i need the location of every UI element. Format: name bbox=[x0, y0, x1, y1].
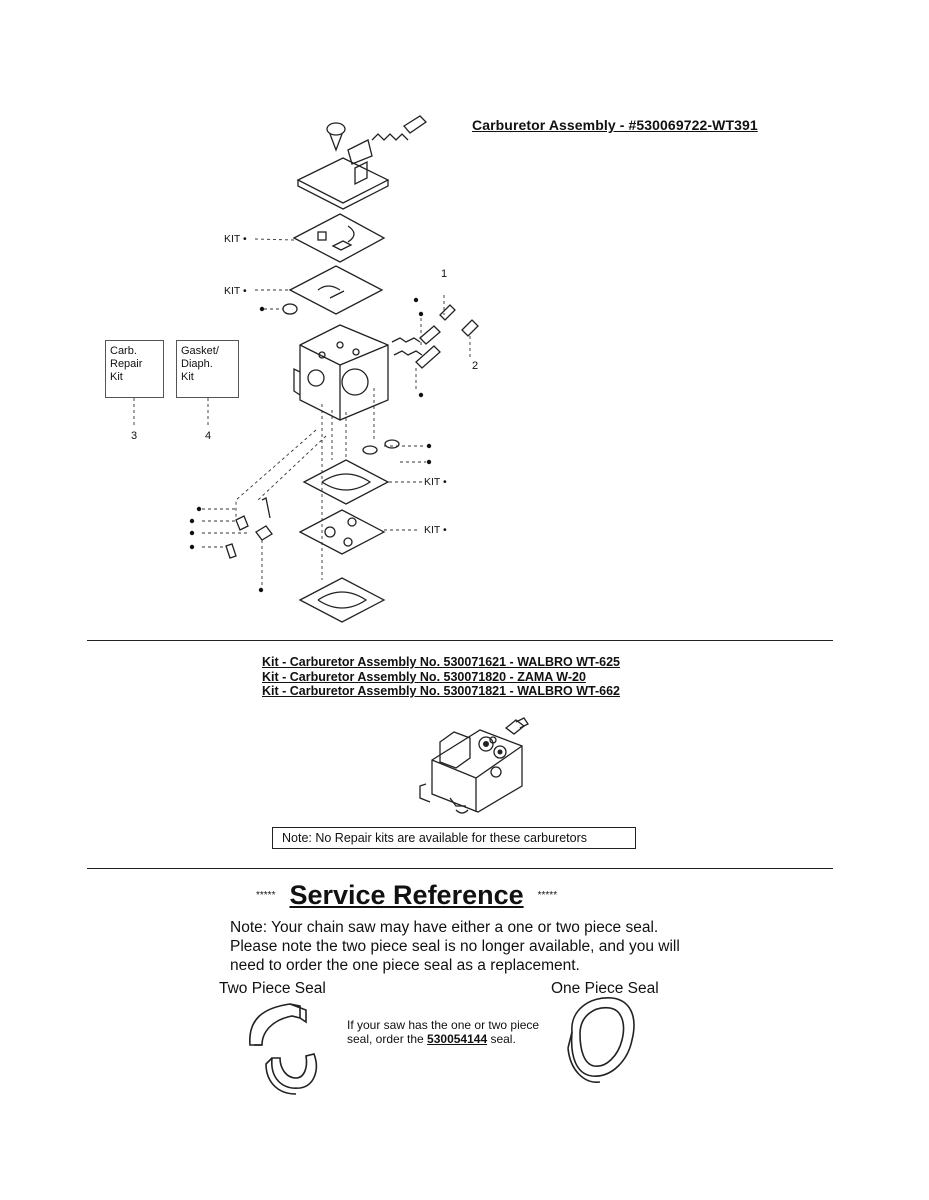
kit-list: Kit - Carburetor Assembly No. 530071621 … bbox=[262, 655, 620, 699]
divider bbox=[87, 640, 833, 641]
legend-gasket-diaph-kit: Gasket/ Diaph. Kit bbox=[176, 340, 239, 398]
legend-line: Kit bbox=[110, 371, 123, 383]
legend-carb-repair-kit: Carb. Repair Kit bbox=[105, 340, 164, 398]
legend-line: Diaph. bbox=[181, 358, 213, 370]
callout-4: 4 bbox=[205, 430, 212, 442]
service-reference-heading: ***** Service Reference ***** bbox=[256, 880, 676, 911]
kit-label: KIT • bbox=[224, 233, 247, 245]
page-title: Carburetor Assembly - #530069722-WT391 bbox=[472, 117, 758, 133]
order-text-after: seal. bbox=[487, 1032, 516, 1046]
stars-right: ***** bbox=[537, 890, 558, 901]
kit-line: Kit - Carburetor Assembly No. 530071821 … bbox=[262, 684, 620, 698]
no-repair-kits-note: Note: No Repair kits are available for t… bbox=[272, 827, 636, 849]
seal-part-number: 530054144 bbox=[427, 1032, 488, 1046]
divider bbox=[87, 868, 833, 869]
legend-line: Kit bbox=[181, 371, 194, 383]
seal-note: Note: Your chain saw may have either a o… bbox=[230, 919, 680, 974]
order-instructions: If your saw has the one or two piece sea… bbox=[347, 1018, 557, 1046]
order-text-before: If your saw has the one or two piece sea… bbox=[347, 1018, 540, 1046]
legend-line: Gasket/ bbox=[181, 345, 219, 357]
callout-2: 2 bbox=[472, 360, 479, 372]
callout-1: 1 bbox=[441, 268, 448, 280]
service-reference-title: Service Reference bbox=[289, 880, 524, 910]
kit-line: Kit - Carburetor Assembly No. 530071820 … bbox=[262, 669, 586, 684]
two-piece-seal-label: Two Piece Seal bbox=[219, 980, 326, 997]
kit-label: KIT • bbox=[424, 524, 447, 536]
legend-line: Repair bbox=[110, 358, 143, 370]
stars-left: ***** bbox=[256, 890, 276, 901]
kit-label: KIT • bbox=[224, 285, 247, 297]
one-piece-seal-label: One Piece Seal bbox=[551, 980, 659, 997]
legend-line: Carb. bbox=[110, 345, 137, 357]
callout-3: 3 bbox=[131, 430, 138, 442]
kit-line: Kit - Carburetor Assembly No. 530071621 … bbox=[262, 655, 620, 669]
kit-label: KIT • bbox=[424, 476, 447, 488]
